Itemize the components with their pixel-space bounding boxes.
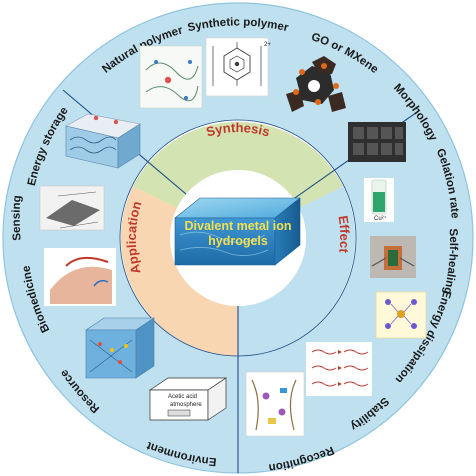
label-sensing: Sensing — [11, 195, 24, 241]
biomedicine-figure — [44, 248, 116, 306]
hydrogel-cube-image — [174, 197, 301, 266]
gelation-rate-figure: Cu²⁺ — [364, 178, 394, 222]
self-healing-figure — [370, 236, 416, 278]
sensing-figure — [39, 185, 105, 231]
stability-figure — [306, 342, 372, 396]
synthetic-polymer-figure: 2+ — [205, 37, 271, 97]
energy-storage-figure — [65, 113, 141, 169]
center-title-line2: hydrogels — [208, 234, 268, 248]
natural-polymer-figure — [139, 45, 203, 109]
acetic-acid-label-line2: atmosphere — [170, 402, 202, 408]
energy-dissipation-figure — [375, 291, 427, 339]
center-title-line1: Divalent metal ion — [185, 219, 292, 233]
recognition-figure — [245, 371, 305, 437]
ring-label-effect: Effect — [335, 215, 352, 255]
morphology-figure — [348, 122, 406, 162]
ring-label-synthesis: Synthesis — [205, 120, 272, 140]
go-mxene-figure — [286, 56, 346, 112]
ring-border — [119, 119, 357, 357]
resource-figure — [85, 317, 155, 379]
ring-label-application: Application — [124, 199, 145, 275]
acetic-acid-label-line1: Acetic acid — [168, 394, 197, 400]
complex-charge-label: 2+ — [264, 42, 271, 48]
environment-figure: Acetic acid atmosphere — [148, 377, 228, 421]
cu-label: Cu²⁺ — [374, 215, 387, 222]
